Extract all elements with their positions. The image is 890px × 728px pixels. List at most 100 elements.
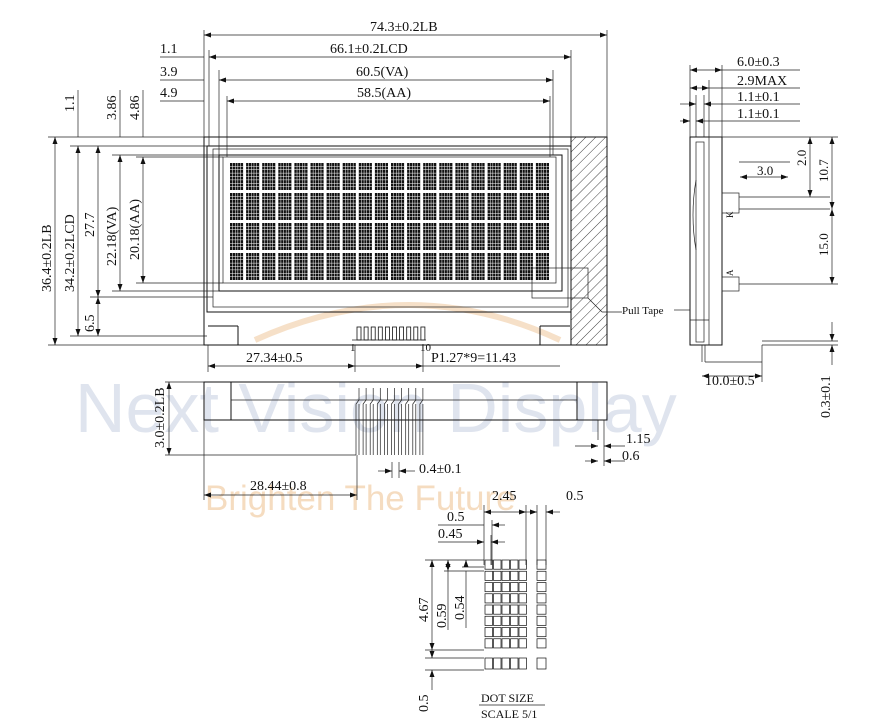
dot-cell	[501, 559, 510, 570]
lcd-char-cell	[262, 193, 276, 220]
dim-height-27-7: 27.7	[83, 213, 98, 238]
bottom-pin-row	[355, 388, 424, 455]
front-pin	[392, 326, 397, 341]
pull-tape-tab	[531, 267, 589, 299]
dim-offset-4-9: 4.9	[160, 86, 178, 101]
lcd-char-cell	[455, 253, 469, 280]
dot-cell	[518, 593, 527, 604]
lcd-char-cell	[342, 223, 356, 250]
side-dim-t2: 1.1±0.1	[737, 107, 780, 122]
lcd-char-cell	[294, 253, 308, 280]
lcd-char-cell	[535, 193, 549, 220]
lcd-char-cell	[294, 193, 308, 220]
dim-pin-offset2: 28.44±0.8	[250, 479, 307, 494]
lcd-char-cell	[407, 193, 421, 220]
bottom-pin	[369, 388, 374, 455]
dim-va-width: 60.5(VA)	[356, 65, 409, 80]
lcd-char-cell	[262, 223, 276, 250]
dot-cell	[493, 593, 502, 604]
lcd-char-cell	[278, 193, 292, 220]
dot-cell	[493, 615, 502, 626]
dot-dim-2-45: 2.45	[492, 489, 517, 504]
dim-pin-pitch: P1.27*9=11.43	[431, 351, 516, 366]
dot-cell	[510, 570, 519, 581]
lcd-char-cell	[310, 223, 324, 250]
dot-cell	[510, 627, 519, 638]
dot-cell	[484, 604, 493, 615]
dot-cell-adjacent	[536, 570, 547, 581]
dot-cell	[493, 582, 502, 593]
cursor-dot	[510, 657, 519, 670]
lcd-char-cell	[535, 163, 549, 190]
lcd-char-cell	[439, 163, 453, 190]
front-pin	[399, 326, 405, 341]
dot-cell	[493, 559, 502, 570]
lcd-char-cell	[310, 193, 324, 220]
dot-dim-0-45: 0.45	[438, 527, 463, 542]
dot-cell-adjacent	[536, 559, 547, 570]
side-dim-t1: 1.1±0.1	[737, 90, 780, 105]
dot-dim-0-54: 0.54	[453, 596, 468, 621]
lcd-char-cell	[407, 253, 421, 280]
dot-cell	[484, 582, 493, 593]
dot-cell	[510, 559, 519, 570]
dot-cell	[501, 582, 510, 593]
lcd-char-cell	[358, 253, 372, 280]
dim-overall-height: 36.4±0.2LB	[40, 224, 55, 292]
lcd-char-cell	[230, 223, 244, 250]
lcd-char-cell	[342, 193, 356, 220]
dot-cell	[501, 615, 510, 626]
lcd-character-grid	[230, 163, 549, 280]
lcd-char-cell	[246, 223, 260, 250]
dim-vert-3-86: 3.86	[105, 96, 120, 121]
lcd-char-cell	[294, 163, 308, 190]
hatched-area	[570, 136, 608, 346]
dot-cell	[518, 559, 527, 570]
lcd-glass-outline	[206, 145, 572, 313]
lcd-char-cell	[342, 163, 356, 190]
dot-cell	[484, 570, 493, 581]
dot-cell	[493, 570, 502, 581]
lcd-char-cell	[519, 193, 533, 220]
dot-cell	[501, 570, 510, 581]
lcd-char-cell	[278, 223, 292, 250]
dot-dim-0-5: 0.5	[417, 695, 432, 713]
dot-cell-adjacent	[536, 638, 547, 649]
dim-lcd-width: 66.1±0.2LCD	[330, 42, 408, 57]
side-dim-15-0: 15.0	[816, 233, 831, 256]
watermark-slogan: Brighten The Future	[205, 479, 516, 518]
bottom-pin	[419, 388, 424, 455]
lcd-char-cell	[358, 163, 372, 190]
dot-cell-adjacent	[536, 627, 547, 638]
lcd-char-cell	[230, 253, 244, 280]
side-lead-k	[721, 192, 740, 214]
front-pin	[370, 326, 376, 341]
lcd-char-cell	[391, 193, 405, 220]
dot-size-title: DOT SIZE	[481, 691, 534, 705]
dim-vert-1-1: 1.1	[63, 95, 78, 113]
lcd-char-cell	[326, 223, 340, 250]
lcd-char-cell	[455, 223, 469, 250]
lcd-char-cell	[439, 253, 453, 280]
lcd-char-cell	[487, 223, 501, 250]
lcd-char-cell	[391, 163, 405, 190]
lcd-char-cell	[326, 253, 340, 280]
pin-10-label: 10	[420, 342, 432, 354]
lcd-char-cell	[407, 223, 421, 250]
side-body	[689, 136, 723, 346]
lcd-char-cell	[503, 193, 517, 220]
dot-dim-4-67: 4.67	[417, 598, 432, 623]
watermark-arc	[253, 302, 562, 343]
lcd-char-cell	[374, 193, 388, 220]
side-dim-10-7: 10.7	[816, 159, 831, 182]
front-pin	[406, 326, 412, 341]
dot-cell-adjacent	[536, 615, 547, 626]
dim-offset-1-1: 1.1	[160, 42, 178, 57]
lcd-inner-outline	[212, 148, 569, 308]
dot-cell	[493, 638, 502, 649]
dot-size-detail: 2.45 0.5 0.5 0.45 4.67 0.59 0.54 0.5 DOT…	[417, 489, 584, 721]
lcd-char-cell	[423, 253, 437, 280]
viewing-area	[218, 154, 563, 292]
bottom-pin	[405, 388, 410, 455]
side-pull-tape-label: Pull Tape	[622, 305, 664, 317]
